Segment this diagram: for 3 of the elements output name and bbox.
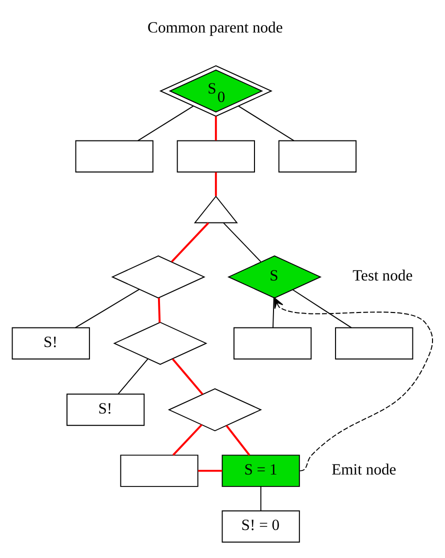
node-label: Common parent node bbox=[148, 19, 283, 36]
node-label: Emit node bbox=[332, 462, 396, 479]
node-label: Test node bbox=[352, 268, 413, 285]
